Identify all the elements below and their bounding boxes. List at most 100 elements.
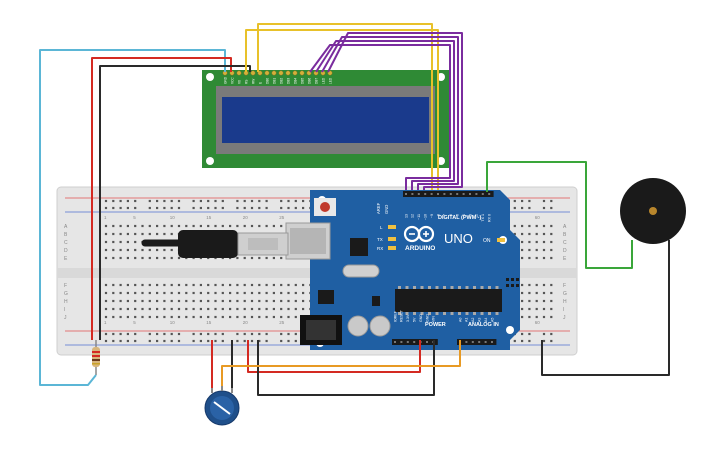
breadboard-hole[interactable]: [119, 339, 122, 343]
wire-orange-pot-a0[interactable]: [221, 340, 461, 386]
header-pin[interactable]: [394, 341, 396, 343]
breadboard-hole[interactable]: [550, 307, 553, 311]
breadboard-hole[interactable]: [104, 283, 108, 287]
breadboard-hole[interactable]: [104, 291, 108, 295]
usb-cable[interactable]: [141, 230, 289, 258]
breadboard-hole[interactable]: [148, 232, 151, 236]
breadboard-hole[interactable]: [287, 339, 290, 343]
breadboard-hole[interactable]: [229, 315, 232, 319]
breadboard-hole[interactable]: [148, 199, 151, 203]
breadboard-hole[interactable]: [250, 206, 254, 210]
breadboard-hole[interactable]: [265, 206, 268, 210]
breadboard-hole[interactable]: [214, 206, 217, 210]
breadboard-hole[interactable]: [521, 256, 524, 260]
breadboard-hole[interactable]: [177, 283, 181, 287]
breadboard-hole[interactable]: [265, 224, 268, 228]
breadboard-hole[interactable]: [236, 339, 239, 343]
breadboard-hole[interactable]: [272, 315, 275, 319]
breadboard-hole[interactable]: [550, 240, 553, 244]
breadboard-hole[interactable]: [126, 240, 129, 244]
breadboard-hole[interactable]: [134, 283, 137, 287]
breadboard-hole[interactable]: [112, 232, 115, 236]
breadboard-hole[interactable]: [207, 224, 210, 228]
breadboard-hole[interactable]: [542, 332, 546, 336]
breadboard-hole[interactable]: [294, 291, 297, 295]
lcd-pin[interactable]: [278, 70, 284, 76]
breadboard-hole[interactable]: [250, 283, 254, 287]
breadboard-hole[interactable]: [528, 224, 531, 228]
breadboard-hole[interactable]: [243, 332, 246, 336]
breadboard-hole[interactable]: [236, 256, 239, 260]
breadboard-hole[interactable]: [542, 206, 546, 210]
breadboard-hole[interactable]: [521, 206, 524, 210]
breadboard-hole[interactable]: [265, 332, 268, 336]
breadboard-hole[interactable]: [528, 256, 531, 260]
breadboard-hole[interactable]: [104, 206, 108, 210]
breadboard-hole[interactable]: [119, 232, 122, 236]
breadboard-hole[interactable]: [126, 224, 129, 228]
breadboard-hole[interactable]: [141, 291, 144, 295]
breadboard-hole[interactable]: [170, 232, 173, 236]
header-pin[interactable]: [449, 193, 452, 195]
breadboard-hole[interactable]: [535, 248, 538, 252]
potentiometer[interactable]: [204, 386, 240, 426]
breadboard-hole[interactable]: [163, 256, 166, 260]
breadboard-hole[interactable]: [119, 224, 122, 228]
header-pin[interactable]: [424, 193, 427, 195]
breadboard-hole[interactable]: [250, 224, 254, 228]
breadboard-hole[interactable]: [156, 283, 159, 287]
breadboard-hole[interactable]: [163, 307, 166, 311]
breadboard-hole[interactable]: [535, 307, 538, 311]
breadboard-hole[interactable]: [134, 248, 137, 252]
header-pin[interactable]: [491, 341, 493, 343]
breadboard-hole[interactable]: [163, 248, 166, 252]
breadboard-hole[interactable]: [287, 315, 290, 319]
breadboard-hole[interactable]: [199, 332, 202, 336]
breadboard-hole[interactable]: [148, 248, 151, 252]
breadboard-hole[interactable]: [250, 291, 254, 295]
breadboard-hole[interactable]: [199, 339, 202, 343]
breadboard-hole[interactable]: [119, 256, 122, 260]
breadboard-hole[interactable]: [214, 291, 217, 295]
breadboard-hole[interactable]: [214, 224, 217, 228]
breadboard-hole[interactable]: [272, 283, 275, 287]
breadboard-hole[interactable]: [236, 199, 239, 203]
breadboard-hole[interactable]: [272, 256, 275, 260]
breadboard-hole[interactable]: [156, 206, 159, 210]
header-pin[interactable]: [481, 193, 484, 195]
breadboard-hole[interactable]: [542, 199, 546, 203]
breadboard-hole[interactable]: [258, 307, 261, 311]
breadboard-hole[interactable]: [156, 332, 159, 336]
breadboard-hole[interactable]: [112, 206, 115, 210]
breadboard-hole[interactable]: [550, 332, 553, 336]
header-pin[interactable]: [400, 341, 403, 343]
breadboard-hole[interactable]: [163, 206, 166, 210]
breadboard-hole[interactable]: [280, 291, 283, 295]
breadboard-hole[interactable]: [163, 283, 166, 287]
breadboard-hole[interactable]: [550, 291, 553, 295]
breadboard-hole[interactable]: [294, 315, 297, 319]
breadboard-hole[interactable]: [192, 299, 195, 303]
header-pin[interactable]: [413, 341, 416, 343]
wire-purple-lcd-d7[interactable]: [327, 32, 463, 190]
breadboard-hole[interactable]: [521, 248, 524, 252]
breadboard-hole[interactable]: [214, 315, 217, 319]
breadboard-hole[interactable]: [112, 332, 115, 336]
breadboard-hole[interactable]: [521, 315, 524, 319]
wire-red-5v[interactable]: [247, 340, 421, 373]
breadboard-hole[interactable]: [521, 232, 524, 236]
breadboard-hole[interactable]: [265, 299, 268, 303]
breadboard-hole[interactable]: [214, 283, 217, 287]
breadboard-hole[interactable]: [192, 339, 195, 343]
breadboard-hole[interactable]: [280, 206, 283, 210]
breadboard-hole[interactable]: [542, 315, 546, 319]
breadboard-hole[interactable]: [112, 256, 115, 260]
breadboard-hole[interactable]: [521, 307, 524, 311]
breadboard-hole[interactable]: [280, 332, 283, 336]
breadboard-hole[interactable]: [528, 248, 531, 252]
wire-black-buzzer-gnd[interactable]: [541, 240, 670, 376]
breadboard-hole[interactable]: [112, 199, 115, 203]
header-pin[interactable]: [462, 193, 465, 195]
breadboard-hole[interactable]: [521, 339, 524, 343]
breadboard-hole[interactable]: [272, 291, 275, 295]
